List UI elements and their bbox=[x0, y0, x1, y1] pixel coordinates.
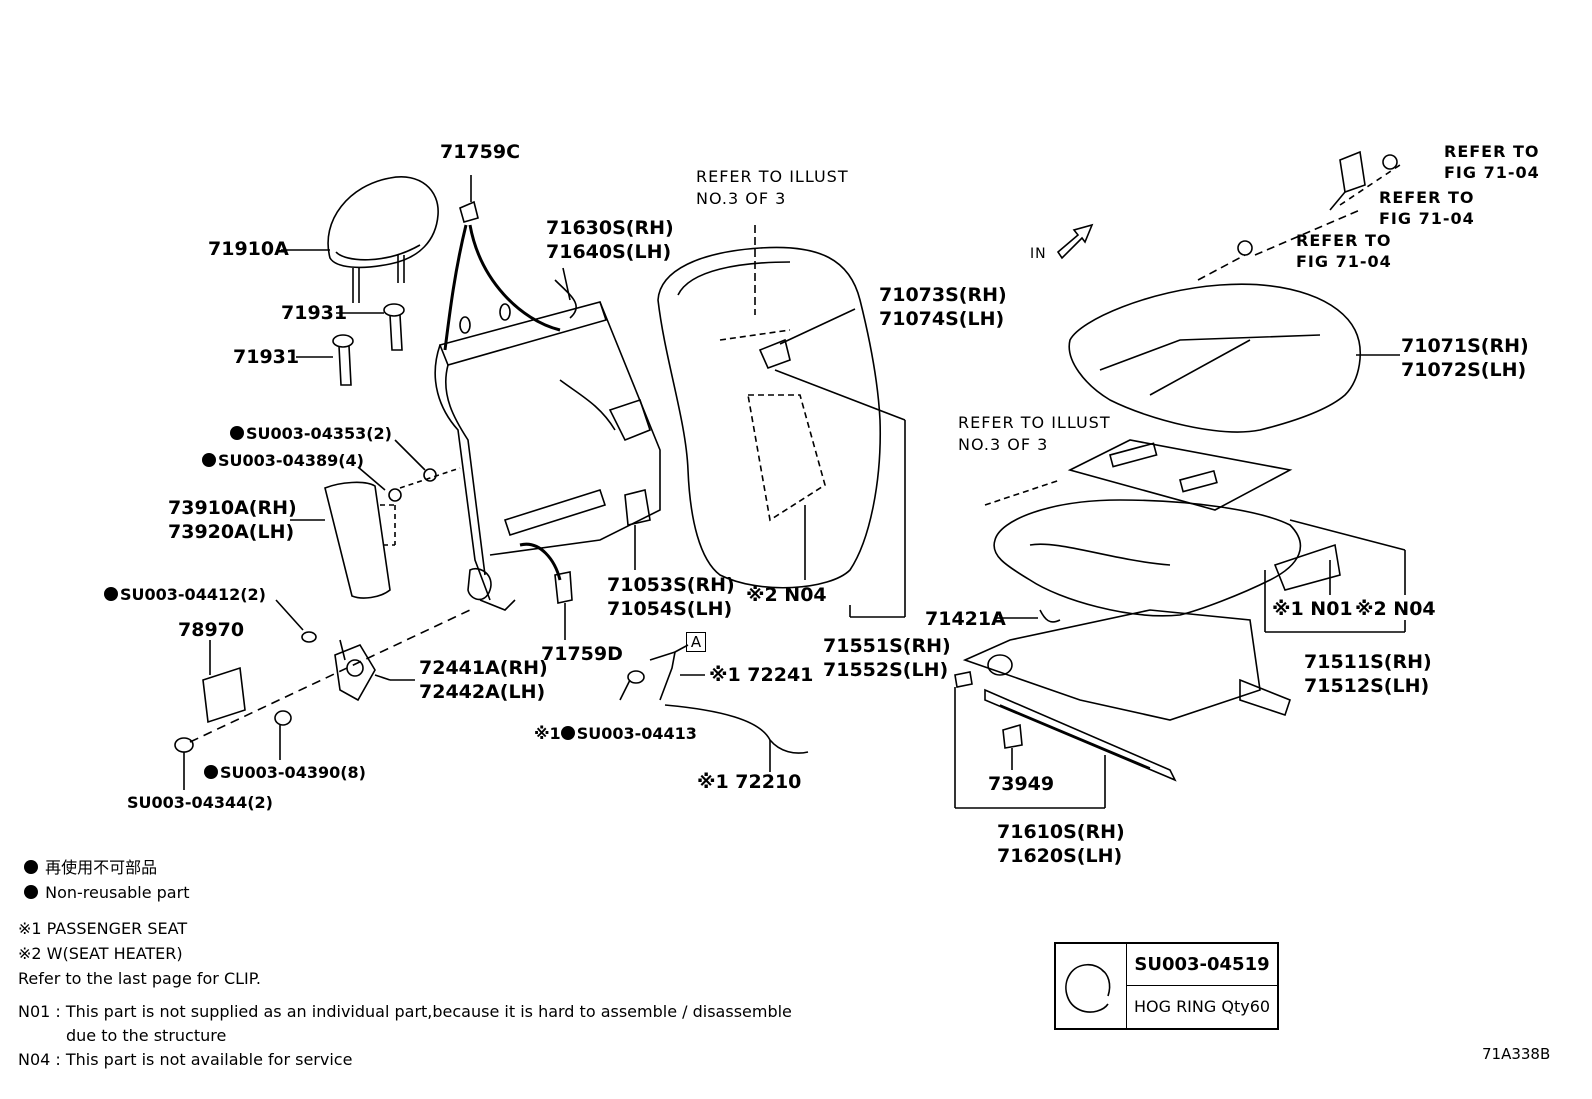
note-n01-cont: due to the structure bbox=[66, 1026, 227, 1045]
wire-harness bbox=[443, 175, 561, 351]
refer-fig-3-no: FIG 71-04 bbox=[1296, 252, 1392, 271]
label-71759c: 71759C bbox=[440, 141, 521, 163]
label-72441a: 72441A(RH) bbox=[419, 657, 548, 679]
refer-fig-2: REFER TO bbox=[1379, 188, 1475, 207]
refer-illust-cushion-no: NO.3 OF 3 bbox=[958, 435, 1049, 454]
label-71931-lower: 71931 bbox=[233, 346, 300, 368]
note-passenger-seat: ※1 PASSENGER SEAT bbox=[18, 919, 188, 938]
refer-fig-1: REFER TO bbox=[1444, 142, 1540, 161]
label-71551s: 71551S(RH) bbox=[823, 635, 951, 657]
non-reusable-dot bbox=[104, 587, 118, 601]
hog-ring-picture bbox=[1056, 944, 1127, 1028]
note-seat-heater: ※2 W(SEAT HEATER) bbox=[18, 944, 183, 963]
seat-cushion-pad bbox=[993, 499, 1406, 633]
non-reusable-dot bbox=[204, 765, 218, 779]
headrest-guides bbox=[296, 303, 405, 386]
in-label: IN bbox=[1030, 246, 1047, 262]
label-71071s: 71071S(RH) bbox=[1401, 335, 1529, 357]
label-72442a: 72442A(LH) bbox=[419, 681, 546, 703]
in-direction-arrow bbox=[1056, 223, 1094, 260]
label-73949: 73949 bbox=[988, 773, 1055, 795]
label-71054s: 71054S(LH) bbox=[607, 598, 733, 620]
non-reusable-dot bbox=[560, 726, 575, 740]
label-71073s: 71073S(RH) bbox=[879, 284, 1007, 306]
label-71640s: 71640S(LH) bbox=[546, 241, 672, 263]
label-71759d: 71759D bbox=[541, 643, 623, 665]
legend-non-reusable-en: Non-reusable part bbox=[24, 882, 189, 904]
label-71552s: 71552S(LH) bbox=[823, 659, 949, 681]
refer-fig-2-no: FIG 71-04 bbox=[1379, 209, 1475, 228]
label-su003-04390: SU003-04390(8) bbox=[204, 762, 366, 783]
legend-non-reusable-jp: 再使用不可部品 bbox=[24, 857, 157, 879]
label-71931-upper: 71931 bbox=[281, 302, 348, 324]
note-clip: Refer to the last page for CLIP. bbox=[18, 969, 261, 988]
label-78970: 78970 bbox=[178, 619, 245, 641]
side-trim bbox=[290, 439, 461, 599]
label-71620s: 71620S(LH) bbox=[997, 845, 1123, 867]
legend-dot bbox=[24, 860, 38, 874]
note-n04: N04 : This part is not available for ser… bbox=[18, 1050, 353, 1069]
label-su003-04344: SU003-04344(2) bbox=[127, 793, 273, 812]
recliner bbox=[174, 599, 471, 790]
label-73920a: 73920A(LH) bbox=[168, 521, 295, 543]
seat-heater-mat bbox=[984, 439, 1293, 511]
callout-a-box: A bbox=[686, 632, 706, 652]
note-n01: N01 : This part is not supplied as an in… bbox=[18, 1002, 792, 1021]
label-su003-04353: SU003-04353(2) bbox=[230, 423, 392, 444]
refer-illust-back: REFER TO ILLUST bbox=[696, 167, 849, 186]
label-73910a: 73910A(RH) bbox=[168, 497, 297, 519]
non-reusable-dot bbox=[202, 453, 216, 467]
drawing-code: 71A338B bbox=[1482, 1045, 1551, 1063]
label-71910a: 71910A bbox=[208, 238, 289, 260]
non-reusable-dot bbox=[230, 426, 244, 440]
label-71072s: 71072S(LH) bbox=[1401, 359, 1527, 381]
label-n04-back: ※2 N04 bbox=[746, 584, 827, 606]
label-71610s: 71610S(RH) bbox=[997, 821, 1125, 843]
label-n01: ※1 N01 bbox=[1272, 598, 1353, 620]
clip-description: HOG RING Qty60 bbox=[1133, 997, 1271, 1016]
hog-ring-icon bbox=[1065, 963, 1111, 1013]
label-71630s: 71630S(RH) bbox=[546, 217, 674, 239]
pad-78970 bbox=[202, 640, 246, 724]
clip-table: SU003-04519 HOG RING Qty60 bbox=[1054, 942, 1279, 1030]
label-su003-04412: SU003-04412(2) bbox=[104, 584, 266, 605]
label-71074s: 71074S(LH) bbox=[879, 308, 1005, 330]
label-71421a: 71421A bbox=[925, 608, 1006, 630]
label-71512s: 71512S(LH) bbox=[1304, 675, 1430, 697]
label-72241: ※1 72241 bbox=[709, 664, 814, 686]
release-cable bbox=[619, 644, 809, 772]
seatback-cover bbox=[657, 225, 906, 618]
label-n04-cushion: ※2 N04 bbox=[1355, 598, 1436, 620]
seat-frame-track bbox=[954, 609, 1291, 809]
refer-fig-1-no: FIG 71-04 bbox=[1444, 163, 1540, 182]
label-71511s: 71511S(RH) bbox=[1304, 651, 1432, 673]
label-71053s: 71053S(RH) bbox=[607, 574, 735, 596]
seatback-frame bbox=[434, 267, 661, 611]
brackets bbox=[554, 525, 636, 640]
refer-fig-3: REFER TO bbox=[1296, 231, 1392, 250]
refer-illust-cushion: REFER TO ILLUST bbox=[958, 413, 1111, 432]
clip-part-number: SU003-04519 bbox=[1127, 944, 1277, 986]
label-su003-04389: SU003-04389(4) bbox=[202, 450, 364, 471]
headrest-drawing bbox=[281, 176, 439, 303]
seat-cushion-cover bbox=[1068, 150, 1401, 433]
refer-illust-back-no: NO.3 OF 3 bbox=[696, 189, 787, 208]
label-72210: ※1 72210 bbox=[697, 771, 802, 793]
legend-dot bbox=[24, 885, 38, 899]
